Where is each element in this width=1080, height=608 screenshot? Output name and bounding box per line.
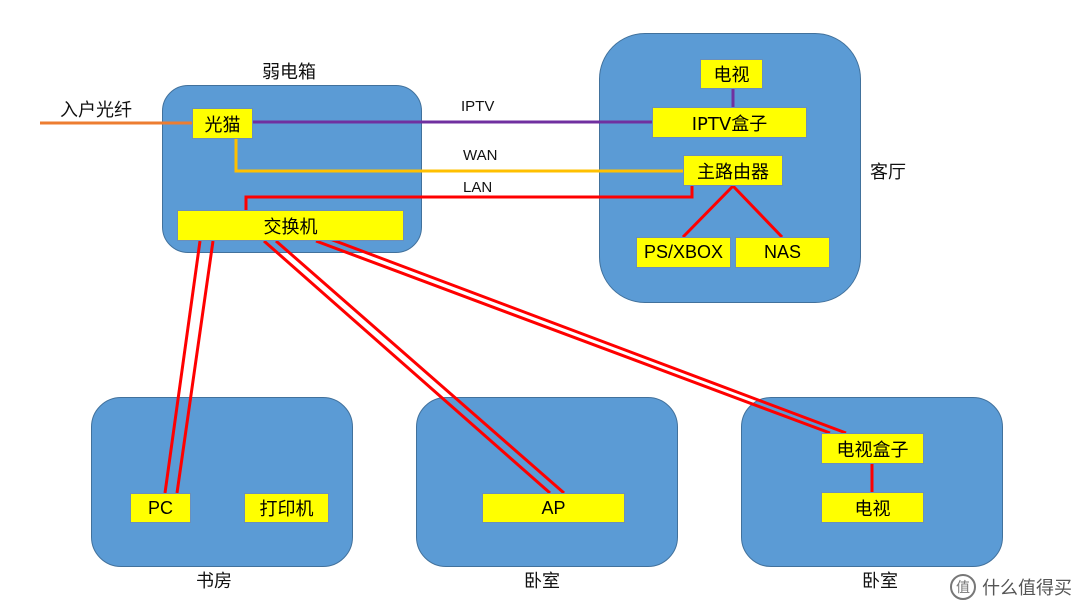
bedroom-room-1 [416,397,678,567]
printer-box: 打印机 [244,493,329,523]
tv-box-box: 电视盒子 [821,433,924,464]
switch-tvbox-line-b [321,234,847,435]
switch-tvbox-line-a [315,239,831,435]
living-room-label: 客厅 [870,162,906,183]
nas-box: NAS [735,237,830,268]
pc-box: PC [130,493,191,523]
living-tv-box: 电视 [700,59,763,89]
study-label: 书房 [196,571,232,592]
fiber-in-label: 入户光纤 [60,100,132,121]
watermark-text: 什么值得买 [982,578,1072,599]
iptv-box: IPTV盒子 [652,107,807,138]
switch-pc-line-a [163,240,202,494]
wan-line [234,139,683,173]
bedroom2-label: 卧室 [862,571,898,592]
wan-link-label: WAN [463,147,498,164]
switch-ap-line-b [275,239,565,495]
iptv-link-label: IPTV [461,98,495,115]
lan-line [244,186,694,210]
switch-pc-line-b [175,240,215,494]
lan-link-label: LAN [463,179,493,196]
router-nas-line [731,184,784,239]
ap-box: AP [482,493,625,523]
switch-ap-line-a [263,239,551,495]
console-box: PS/XBOX [636,237,731,268]
bedroom1-label: 卧室 [524,571,560,592]
study-room [91,397,353,567]
optical-modem-box: 光猫 [192,108,253,139]
value-icon: 值 [950,574,976,600]
watermark: 值 什么值得买 [950,574,1072,600]
switch-box: 交换机 [177,210,404,241]
main-router-box: 主路由器 [683,155,783,186]
router-console-line [681,184,735,239]
weak-box-label: 弱电箱 [262,62,316,83]
bedroom-tv-box: 电视 [821,492,924,523]
